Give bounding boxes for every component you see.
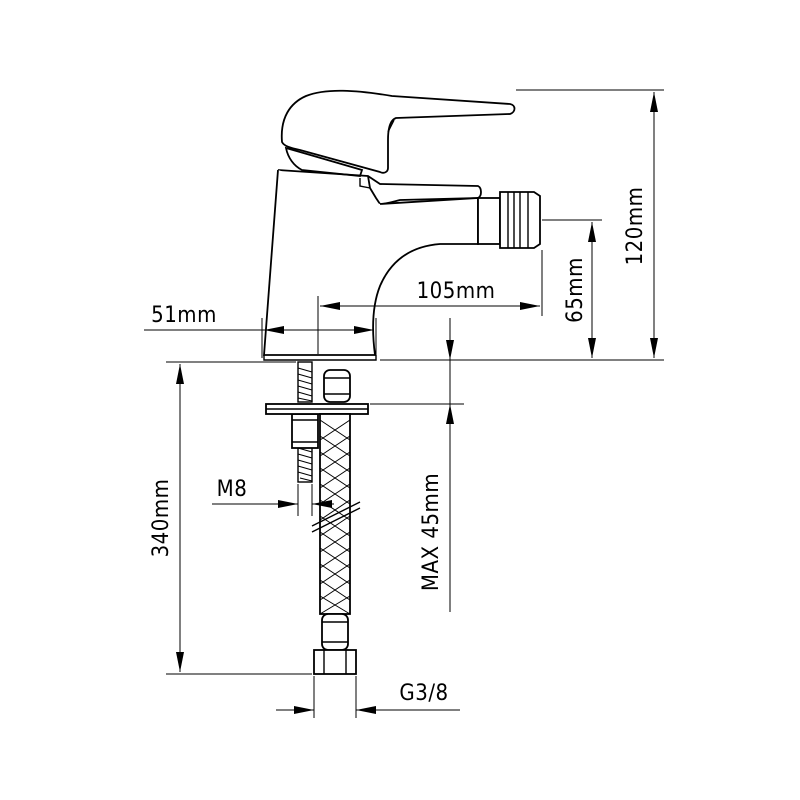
hose-fitting-bottom bbox=[321, 613, 349, 651]
dim-stud-thread: M8 bbox=[212, 477, 334, 516]
dim-spout-height: 65mm bbox=[542, 219, 602, 358]
label-deck-thickness: MAX 45mm bbox=[419, 473, 444, 591]
label-height-total: 120mm bbox=[623, 187, 648, 266]
hose-nut-g38 bbox=[313, 649, 357, 675]
label-base-width: 51mm bbox=[151, 303, 217, 328]
mounting-assembly bbox=[265, 361, 369, 675]
dim-spout-reach: 105mm bbox=[317, 250, 543, 354]
label-spout-reach: 105mm bbox=[417, 279, 496, 304]
hose-fitting-top bbox=[323, 369, 351, 403]
dim-hose-connector: G3/8 bbox=[276, 676, 460, 718]
faucet-body bbox=[263, 89, 541, 361]
label-hose-length: 340mm bbox=[149, 479, 174, 558]
label-hose-connector: G3/8 bbox=[399, 681, 448, 706]
lever-handle bbox=[280, 89, 516, 174]
label-stud-thread: M8 bbox=[217, 477, 248, 502]
dim-deck-thickness: MAX 45mm bbox=[370, 318, 464, 612]
cartridge-cap bbox=[284, 146, 364, 177]
label-spout-height: 65mm bbox=[563, 257, 588, 323]
dim-hose-length: 340mm bbox=[149, 361, 312, 675]
stud-nut bbox=[291, 413, 319, 449]
spout-collar bbox=[477, 197, 501, 245]
dim-height-total: 120mm bbox=[380, 89, 664, 361]
dim-base-width: 51mm bbox=[144, 303, 377, 358]
